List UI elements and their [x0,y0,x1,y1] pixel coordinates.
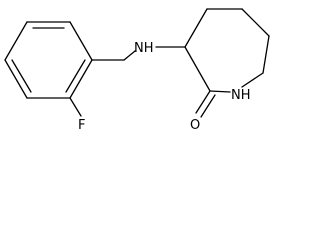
molecule-structure: NH NH O F [4,8,270,133]
c-f-bond [69,97,82,117]
oxygen-label: O [190,118,200,133]
lactam-nh-label: NH [231,88,251,103]
benzene-ring [4,21,93,99]
fluorine-label: F [78,118,85,133]
carbonyl-bond [195,90,216,118]
azepan-2-one-ring [184,8,270,93]
amine-nh-label: NH [134,41,154,56]
ch2-n-bond [123,50,136,61]
